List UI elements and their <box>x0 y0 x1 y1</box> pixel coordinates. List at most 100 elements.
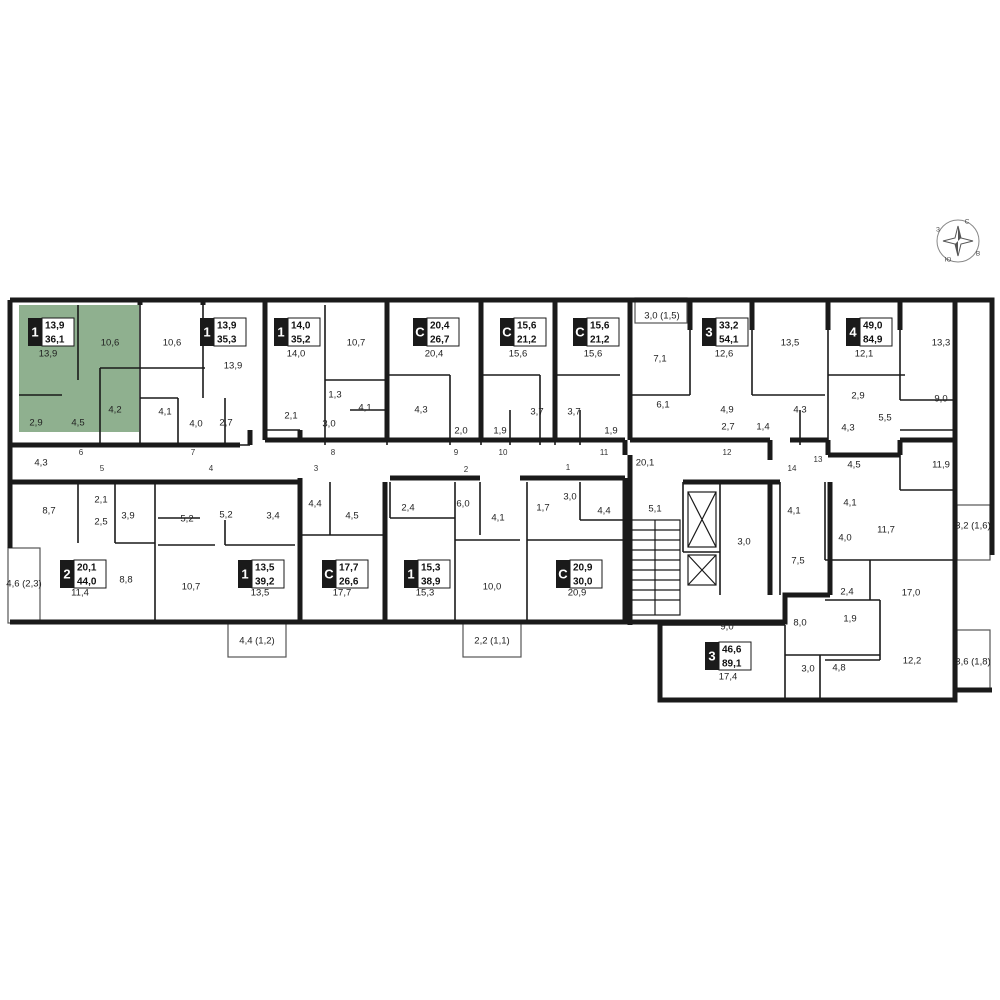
room-area: 3,0 <box>737 537 750 548</box>
apartment-badge[interactable]: С 20,4 26,7 <box>413 317 460 347</box>
apartment-badge[interactable]: 1 15,3 38,9 <box>404 559 451 589</box>
room-area: 14,0 <box>287 349 306 360</box>
apartment-total-area: 36,1 <box>45 335 65 346</box>
door-number: 7 <box>191 448 196 457</box>
apartment-living-area: 15,6 <box>590 321 610 332</box>
apartment-badge[interactable]: С 20,9 30,0 <box>556 559 603 589</box>
room-area: 10,7 <box>182 582 201 593</box>
apartment-badge[interactable]: 1 13,5 39,2 <box>238 559 285 589</box>
room-area: 3,0 <box>801 664 814 675</box>
elevators <box>687 491 717 586</box>
apartment-badge[interactable]: С 17,7 26,6 <box>322 559 369 589</box>
apartment-rooms: С <box>415 324 425 339</box>
room-area: 2,1 <box>94 495 107 506</box>
room-area: 4,4 (1,2) <box>239 636 274 647</box>
room-area: 3,7 <box>530 407 543 418</box>
room-area: 10,6 <box>101 338 120 349</box>
room-area: 20,9 <box>568 588 587 599</box>
apartment-badge[interactable]: 2 20,1 44,0 <box>60 559 107 589</box>
room-area: 4,1 <box>787 506 800 517</box>
room-area: 4,1 <box>843 498 856 509</box>
room-area: 4,3 <box>793 405 806 416</box>
room-area: 1,9 <box>493 426 506 437</box>
apartment-rooms: С <box>502 324 512 339</box>
room-area: 9,0 <box>720 622 733 633</box>
room-area: 2,9 <box>851 391 864 402</box>
door-number: 11 <box>600 448 609 457</box>
room-area: 2,9 <box>29 418 42 429</box>
door-number: 10 <box>499 448 508 457</box>
room-area: 12,2 <box>903 656 922 667</box>
door-number: 9 <box>454 448 459 457</box>
room-area: 3,6 (1,8) <box>955 657 990 668</box>
apartment-badge[interactable]: 1 14,0 35,2 <box>274 317 321 347</box>
room-area: 15,6 <box>509 349 528 360</box>
room-area: 3,0 <box>322 419 335 430</box>
door-number: 3 <box>314 464 319 473</box>
apartment-total-area: 30,0 <box>573 577 593 588</box>
apartment-total-area: 38,9 <box>421 577 441 588</box>
room-area: 6,0 <box>456 499 469 510</box>
room-area: 3,0 <box>563 492 576 503</box>
room-area: 4,1 <box>158 407 171 418</box>
apartment-rooms: 1 <box>31 324 38 339</box>
compass-east: В <box>976 251 980 258</box>
room-area: 2,1 <box>284 411 297 422</box>
room-area: 8,8 <box>119 575 132 586</box>
room-area: 15,3 <box>416 588 435 599</box>
room-area: 4,3 <box>34 458 47 469</box>
room-area: 20,1 <box>636 458 655 469</box>
compass-south: Ю <box>945 257 952 264</box>
apartment-rooms: 3 <box>705 324 712 339</box>
apartment-rooms: 1 <box>277 324 284 339</box>
door-number: 2 <box>464 465 469 474</box>
room-area: 6,1 <box>656 400 669 411</box>
apartment-living-area: 17,7 <box>339 563 359 574</box>
room-area: 5,1 <box>648 504 661 515</box>
apartment-rooms: 2 <box>63 566 70 581</box>
room-area: 4,3 <box>841 423 854 434</box>
room-area: 2,4 <box>401 503 414 514</box>
room-area: 4,0 <box>838 533 851 544</box>
apartment-living-area: 20,1 <box>77 563 97 574</box>
room-area: 10,7 <box>347 338 366 349</box>
apartment-badges: 1 13,9 36,1 1 13,9 35,3 1 14,0 35,2 С 20… <box>28 317 893 671</box>
room-area: 4,5 <box>71 418 84 429</box>
main-walls <box>7 297 995 703</box>
room-area: 1,9 <box>604 426 617 437</box>
room-area: 7,5 <box>791 556 804 567</box>
room-area: 4,5 <box>847 460 860 471</box>
apartment-badge[interactable]: 3 46,6 89,1 <box>705 641 752 671</box>
door-number: 5 <box>100 464 105 473</box>
room-area: 11,9 <box>932 460 950 471</box>
room-area: 4,6 (2,3) <box>6 579 41 590</box>
room-area: 10,6 <box>163 338 182 349</box>
apartment-rooms: 3 <box>708 648 715 663</box>
room-area: 1,4 <box>756 422 769 433</box>
apartment-badge[interactable]: 1 13,9 35,3 <box>200 317 247 347</box>
apartment-badge[interactable]: 1 13,9 36,1 <box>28 317 75 347</box>
apartment-total-area: 35,2 <box>291 335 311 346</box>
apartment-badge[interactable]: 4 49,0 84,9 <box>846 317 893 347</box>
door-number: 6 <box>79 448 84 457</box>
room-area: 20,4 <box>425 349 444 360</box>
room-area: 17,4 <box>719 672 738 683</box>
door-number: 14 <box>788 464 797 473</box>
room-area: 12,6 <box>715 349 734 360</box>
room-area: 9,0 <box>934 394 947 405</box>
room-area: 4,9 <box>720 405 733 416</box>
apartment-total-area: 21,2 <box>517 335 537 346</box>
room-area: 3,2 (1,6) <box>955 521 990 532</box>
apartment-badge[interactable]: С 15,6 21,2 <box>500 317 547 347</box>
apartment-rooms: 4 <box>849 324 857 339</box>
apartment-rooms: С <box>324 566 334 581</box>
room-area: 11,7 <box>877 525 895 536</box>
compass-north: С <box>965 219 970 226</box>
apartment-badge[interactable]: 3 33,2 54,1 <box>702 317 749 347</box>
room-area: 3,9 <box>121 511 134 522</box>
compass-west: З <box>936 227 940 234</box>
room-area: 2,0 <box>454 426 467 437</box>
apartment-badge[interactable]: С 15,6 21,2 <box>573 317 620 347</box>
room-area: 3,7 <box>567 407 580 418</box>
